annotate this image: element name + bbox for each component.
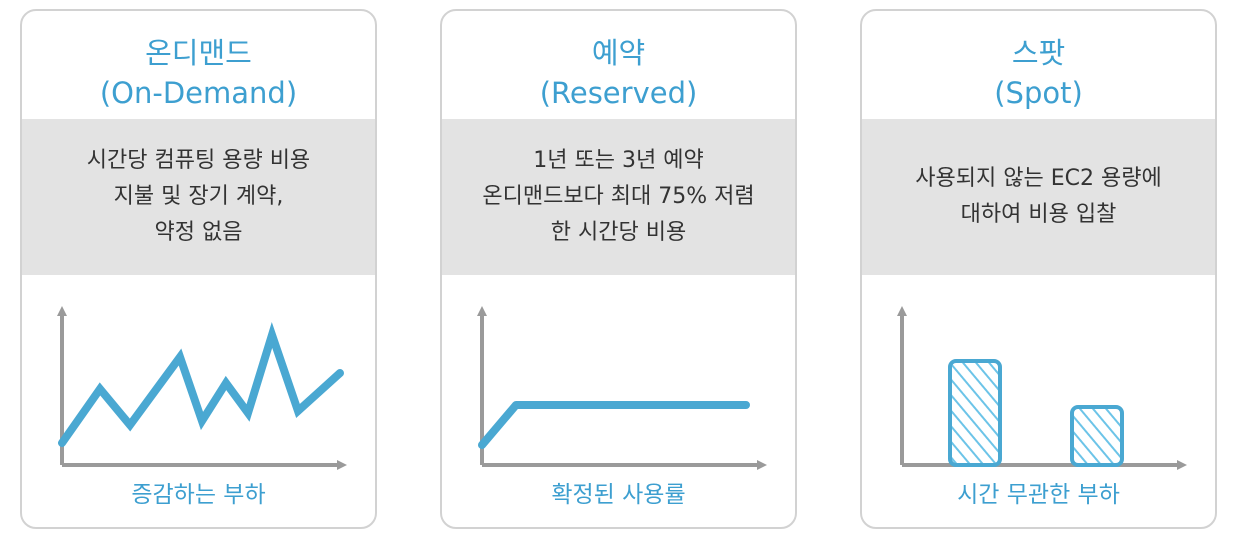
description-line: 1년 또는 3년 예약	[533, 148, 704, 173]
reserved-title-ko: 예약	[591, 36, 646, 70]
description-line: 대하여 비용 입찰	[960, 202, 1117, 227]
description-line: 온디맨드보다 최대 75% 저렴	[482, 184, 755, 209]
description-line: 시간당 컴퓨팅 용량 비용	[86, 148, 311, 173]
spot-title: 스팟 (Spot)	[862, 33, 1215, 113]
description-line: 지불 및 장기 계약,	[113, 184, 284, 209]
on-demand-title-en: (On-Demand)	[99, 76, 298, 110]
on-demand-card: 온디맨드 (On-Demand) 시간당 컴퓨팅 용량 비용 지불 및 장기 계…	[20, 9, 377, 529]
reserved-title: 예약 (Reserved)	[442, 33, 795, 113]
reserved-title-en: (Reserved)	[539, 76, 698, 110]
bar-tall	[948, 359, 1002, 467]
spot-title-en: (Spot)	[994, 76, 1083, 110]
usage-line	[478, 401, 750, 449]
bar-short	[1070, 405, 1124, 467]
description-line: 약정 없음	[154, 220, 243, 245]
description-line: 사용되지 않는 EC2 용량에	[915, 166, 1162, 191]
on-demand-description: 시간당 컴퓨팅 용량 비용 지불 및 장기 계약, 약정 없음	[22, 119, 375, 275]
flat-line-chart-icon	[477, 306, 767, 470]
on-demand-title-ko: 온디맨드	[145, 36, 252, 70]
spot-description: 사용되지 않는 EC2 용량에 대하여 비용 입찰	[862, 119, 1215, 275]
on-demand-title: 온디맨드 (On-Demand)	[22, 33, 375, 113]
spot-title-ko: 스팟	[1011, 36, 1066, 70]
reserved-caption: 확정된 사용률	[551, 482, 686, 508]
reserved-card: 예약 (Reserved) 1년 또는 3년 예약 온디맨드보다 최대 75% …	[440, 9, 797, 529]
on-demand-caption: 증감하는 부하	[131, 482, 266, 508]
hatched-bar-chart-icon	[897, 306, 1187, 470]
spot-card: 스팟 (Spot) 사용되지 않는 EC2 용량에 대하여 비용 입찰 시간 무…	[860, 9, 1217, 529]
reserved-description: 1년 또는 3년 예약 온디맨드보다 최대 75% 저렴 한 시간당 비용	[442, 119, 795, 275]
description-line: 한 시간당 비용	[550, 220, 687, 245]
spot-caption: 시간 무관한 부하	[957, 482, 1120, 508]
load-line	[58, 322, 344, 447]
fluctuating-line-chart-icon	[57, 306, 347, 470]
